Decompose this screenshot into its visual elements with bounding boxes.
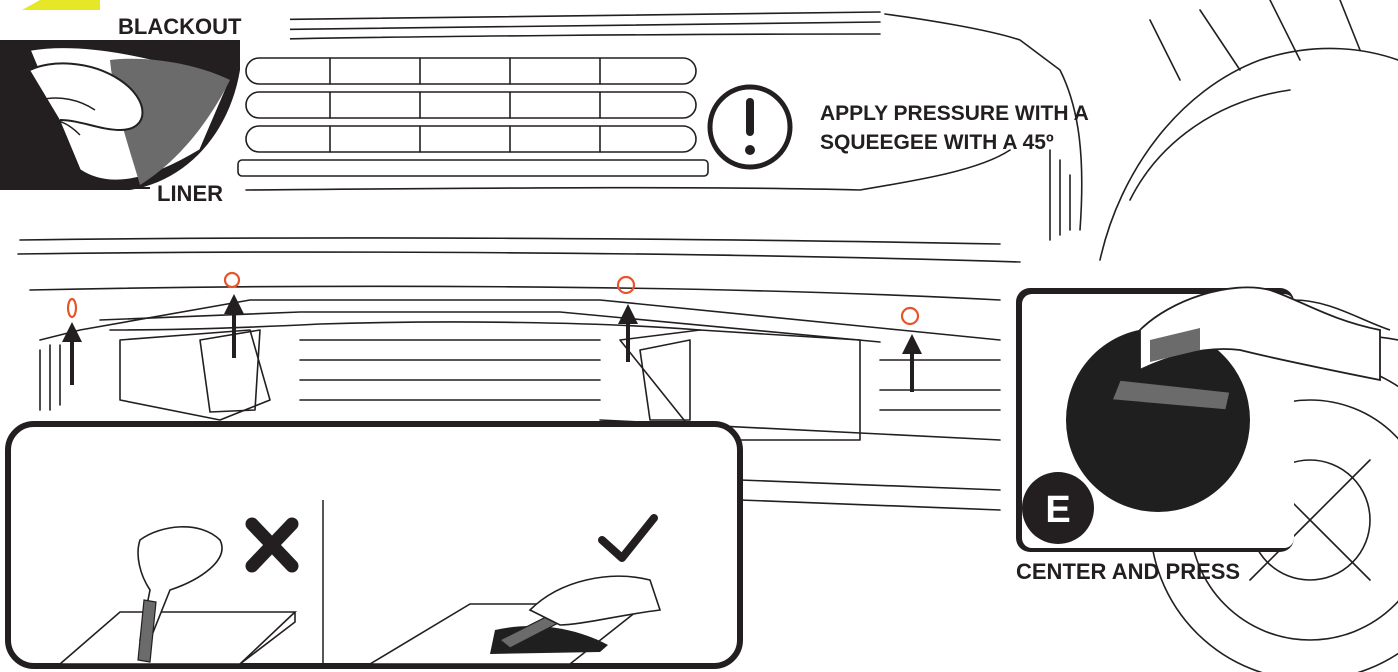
marker-3 (616, 275, 636, 295)
comparison-inset (5, 421, 743, 669)
center-press-inset (1016, 286, 1391, 552)
bumper-drawing (15, 285, 1001, 661)
marker-4 (900, 306, 920, 326)
exclamation-circle-icon (707, 84, 793, 170)
warning-line-1: APPLY PRESSURE WITH A (820, 102, 1089, 125)
center-and-press-label: CENTER AND PRESS (1016, 559, 1241, 584)
step-badge (1022, 472, 1094, 544)
peel-inset (0, 0, 290, 190)
warning-text: APPLY PRESSURE WITH A SQUEEGEE WITH A 45… (820, 99, 1089, 157)
step-badge-letter: E (1045, 489, 1071, 531)
checkmark-icon (598, 514, 658, 562)
liner-label: LINER (157, 181, 223, 206)
warning-line-2: SQUEEGEE WITH A 45º (820, 131, 1054, 154)
arrow-group (62, 294, 922, 392)
blackout-label: BLACKOUT (118, 14, 242, 39)
grille-drawing (17, 11, 1083, 263)
marker-group (66, 271, 920, 326)
marker-2 (223, 271, 241, 289)
marker-1 (66, 297, 78, 319)
x-mark-icon (245, 517, 299, 573)
